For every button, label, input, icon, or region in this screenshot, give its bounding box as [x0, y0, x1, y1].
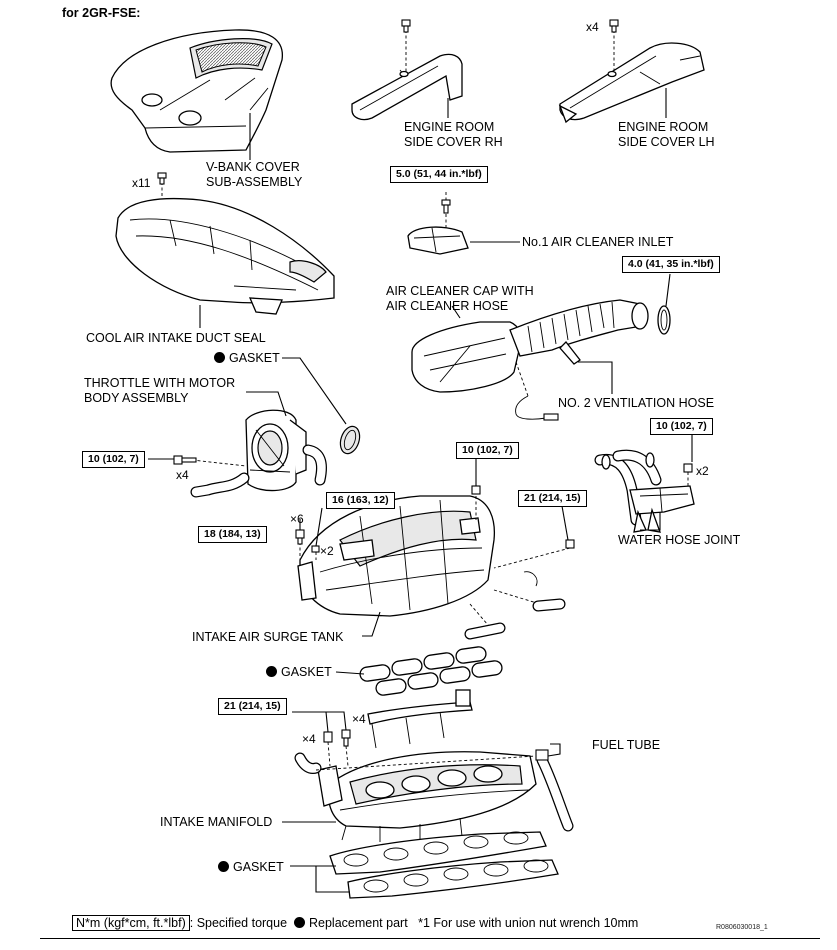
- replacement-part-icon: [294, 917, 305, 928]
- torque-throttle: 10 (102, 7): [82, 451, 145, 468]
- vbank-cover-label: V-BANK COVER SUB-ASSEMBLY: [206, 160, 303, 189]
- air-cleaner-cap-drawing: [411, 299, 649, 421]
- surge-tank-nut-qty: ×2: [320, 544, 334, 558]
- vbank-cover-drawing: [110, 29, 283, 153]
- fuel-tube-label: FUEL TUBE: [592, 738, 661, 752]
- torque-manifold: 21 (214, 15): [218, 698, 287, 715]
- replacement-part-icon: [214, 352, 225, 363]
- gasket-1-label: GASKET: [214, 351, 280, 366]
- heading: for 2GR-FSE:: [62, 6, 141, 20]
- air-cleaner-inlet-drawing: [407, 192, 469, 255]
- gasket-3-leader: [290, 865, 350, 893]
- throttle-body-drawing: [173, 409, 327, 498]
- legend-torque-text: : Specified torque: [189, 916, 288, 930]
- manifold-nut-qty: ×4: [302, 732, 316, 746]
- water-hose-joint-leader: [640, 512, 661, 531]
- ventilation-hose-leader: [578, 361, 613, 394]
- surge-tank-bracket-leader: [561, 505, 569, 541]
- torque-surge-tank-nut: 16 (163, 12): [326, 492, 395, 509]
- side-cover-lh-drawing: [558, 19, 705, 124]
- ventilation-hose-label: NO. 2 VENTILATION HOSE: [558, 396, 715, 410]
- surge-tank-drawing: [295, 485, 575, 640]
- air-cleaner-inlet-label: No.1 AIR CLEANER INLET: [522, 235, 674, 249]
- water-hose-joint-drawing: [594, 449, 695, 533]
- fuel-tube-leader: [547, 743, 561, 757]
- air-cleaner-cap-label: AIR CLEANER CAP WITH AIR CLEANER HOSE: [386, 284, 534, 313]
- bottom-frame-line: [40, 938, 820, 939]
- side-cover-rh-drawing: [351, 19, 463, 121]
- side-cover-rh-label: ENGINE ROOM SIDE COVER RH: [404, 120, 503, 149]
- gasket-2-leader: [335, 671, 365, 675]
- throttle-leader: [246, 391, 287, 417]
- surge-tank-nut-leader: [315, 507, 323, 547]
- surge-tank-bolt-qty: ×6: [290, 512, 304, 526]
- intake-manifold-drawing: [294, 689, 574, 842]
- manifold-bolt-qty: ×4: [352, 712, 366, 726]
- torque-surge-tank-bracket: 21 (214, 15): [518, 490, 587, 507]
- torque-air-cleaner-inlet: 5.0 (51, 44 in.*lbf): [390, 166, 488, 183]
- side-cover-lh-qty: x4: [586, 20, 599, 34]
- cool-air-seal-drawing: [115, 172, 335, 315]
- side-cover-lh-label: ENGINE ROOM SIDE COVER LH: [618, 120, 715, 149]
- legend-note: *1 For use with union nut wrench 10mm: [418, 916, 639, 930]
- air-cleaner-cap-leader: [451, 305, 461, 319]
- water-hose-qty: x2: [696, 464, 709, 478]
- legend-replacement-text: Replacement part: [309, 916, 408, 930]
- legend: N*m (kgf*cm, ft.*lbf): Specified torque …: [72, 915, 639, 931]
- duct-seal-qty: x11: [132, 176, 151, 190]
- reference-code: R0806030018_1: [716, 924, 768, 931]
- gasket-3-drawing: [329, 831, 559, 899]
- manifold-torque-leader: [292, 711, 329, 733]
- surge-tank-leader: [362, 611, 381, 637]
- intake-manifold-label: INTAKE MANIFOLD: [160, 815, 273, 829]
- surge-tank-label: INTAKE AIR SURGE TANK: [192, 630, 344, 644]
- cool-air-seal-label: COOL AIR INTAKE DUCT SEAL: [86, 331, 266, 345]
- torque-hose-clamp: 4.0 (41, 35 in.*lbf): [622, 256, 720, 273]
- legend-torque-unit: N*m (kgf*cm, ft.*lbf): [72, 915, 190, 931]
- hose-clamp-drawing: [657, 273, 671, 335]
- torque-surge-tank-top: 10 (102, 7): [456, 442, 519, 459]
- throttle-qty: x4: [176, 468, 189, 482]
- replacement-part-icon: [218, 861, 229, 872]
- gasket-2-label: GASKET: [266, 665, 332, 680]
- water-hose-joint-label: WATER HOSE JOINT: [618, 533, 741, 547]
- torque-water-hose-joint: 10 (102, 7): [650, 418, 713, 435]
- torque-surge-tank-bolt: 18 (184, 13): [198, 526, 267, 543]
- gasket-1-drawing: [282, 357, 361, 455]
- replacement-part-icon: [266, 666, 277, 677]
- throttle-label: THROTTLE WITH MOTOR BODY ASSEMBLY: [84, 376, 236, 405]
- gasket-2-drawing: [359, 646, 503, 696]
- gasket-3-label: GASKET: [218, 860, 284, 875]
- manifold-torque-leader-2: [326, 711, 347, 731]
